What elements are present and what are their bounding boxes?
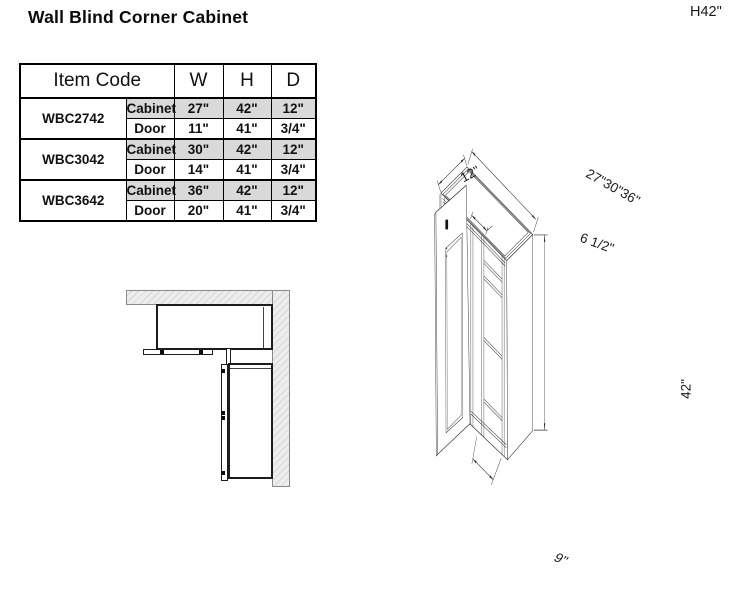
table-row: WBC2742 Cabinet 27" 42" 12" [19, 97, 317, 140]
dim-height [533, 234, 548, 431]
cell-d: 12" [270, 138, 317, 160]
corner-post-plan [226, 349, 231, 364]
cell-d: 12" [270, 179, 317, 201]
page-title: Wall Blind Corner Cabinet [28, 7, 249, 27]
adjacent-door-plan [221, 364, 228, 481]
row-type-door: Door [125, 118, 175, 140]
hinge-mark [199, 350, 203, 354]
dim-door [471, 436, 502, 486]
cell-d: 3/4" [270, 159, 317, 181]
table-row: Door 20" 41" 3/4" [20, 200, 317, 222]
col-header-item-code: Item Code [19, 63, 175, 99]
cell-h: 42" [222, 97, 272, 119]
cell-h: 41" [222, 200, 272, 222]
item-code: WBC2742 [19, 97, 127, 140]
dim-width [467, 148, 539, 233]
hinge-icon [445, 219, 449, 257]
item-code: WBC3642 [19, 179, 127, 222]
cell-d: 3/4" [270, 118, 317, 140]
dim-depth [437, 154, 467, 193]
cabinet-right-panel [506, 233, 533, 461]
hinge-mark [221, 411, 225, 415]
col-header-d: D [270, 63, 317, 99]
cell-h: 41" [222, 118, 272, 140]
wall-right [272, 290, 290, 487]
adjacent-cabinet-plan [228, 363, 273, 479]
hinge-mark [221, 471, 225, 475]
cell-h: 42" [222, 138, 272, 160]
shelf-edges [483, 275, 503, 421]
item-code: WBC3042 [19, 138, 127, 181]
hinge-mark [221, 416, 225, 420]
open-door [434, 184, 471, 457]
cabinet-plan-inner-line [263, 307, 264, 348]
hinge-mark [160, 350, 164, 354]
cabinet-plan-outline [156, 304, 273, 350]
row-type-door: Door [125, 200, 175, 222]
spec-table: Item Code W H D WBC2742 Cabinet 27" 42" … [19, 63, 317, 222]
row-type-cabinet: Cabinet [125, 97, 176, 119]
table-header-row: Item Code W H D [19, 63, 317, 99]
table-row: WBC3642 Cabinet 36" 42" 12" [19, 179, 317, 222]
wall-top [126, 290, 290, 305]
cell-w: 30" [173, 138, 224, 160]
col-header-w: W [173, 63, 224, 99]
cell-d: 12" [270, 97, 317, 119]
cell-h: 41" [222, 159, 272, 181]
cell-w: 36" [173, 179, 224, 201]
cell-w: 20" [173, 200, 224, 222]
row-type-cabinet: Cabinet [125, 179, 176, 201]
col-header-h: H [222, 63, 272, 99]
table-row: WBC3042 Cabinet 30" 42" 12" [19, 138, 317, 181]
adjacent-cabinet-inner-line [230, 368, 271, 369]
cell-h: 42" [222, 179, 272, 201]
iso-drawing [434, 148, 548, 486]
cell-w: 11" [173, 118, 224, 140]
row-type-cabinet: Cabinet [125, 138, 176, 160]
hinge-mark [221, 369, 225, 373]
dim-blind [470, 211, 493, 235]
dim-height-label: 42" [678, 379, 694, 399]
cabinet-door-plan [143, 349, 213, 355]
cell-d: 3/4" [270, 200, 317, 222]
row-type-door: Door [125, 159, 175, 181]
cell-w: 27" [173, 97, 224, 119]
cell-w: 14" [173, 159, 224, 181]
height-note: H42" [690, 4, 722, 20]
